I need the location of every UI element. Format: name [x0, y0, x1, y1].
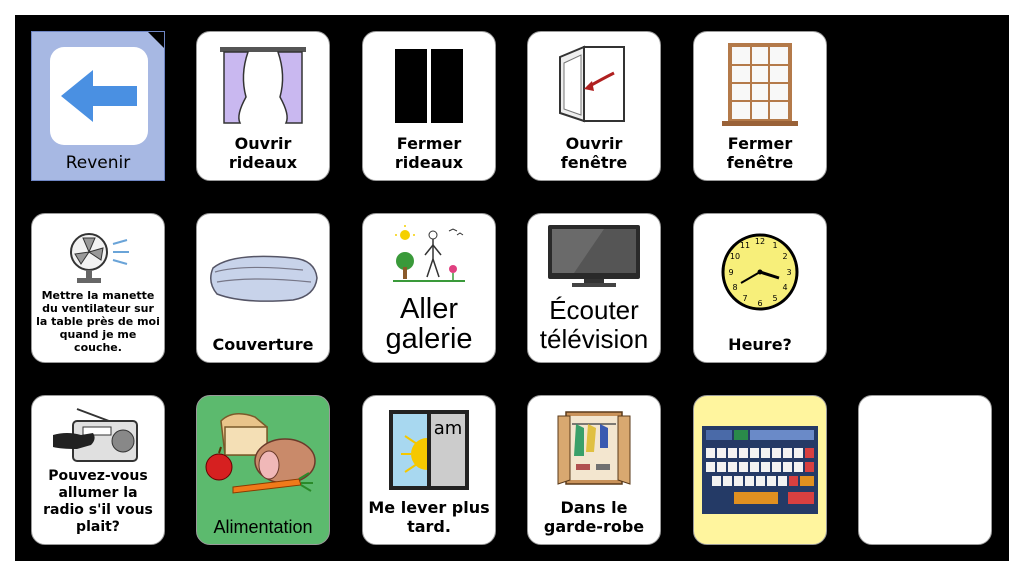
fan-icon [70, 233, 129, 283]
svg-text:2: 2 [782, 252, 787, 261]
label: Dans le garde-robe [543, 498, 645, 536]
tile-close-window[interactable]: Fermer fenêtre [693, 31, 827, 181]
food-icon [205, 413, 316, 494]
back-button[interactable]: Revenir [31, 31, 165, 181]
label: Aller galerie [385, 293, 473, 355]
tile-keyboard[interactable] [693, 395, 827, 545]
tile-open-window[interactable]: Ouvrir fenêtre [527, 31, 661, 181]
left-arrow-icon [61, 70, 137, 122]
label: Me lever plus tard. [368, 498, 490, 536]
tile-wardrobe[interactable]: Dans le garde-robe [527, 395, 661, 545]
svg-text:4: 4 [782, 283, 787, 292]
back-label: Revenir [65, 153, 131, 173]
label: Heure? [728, 335, 792, 354]
closed-window-icon [722, 43, 798, 126]
svg-text:3: 3 [786, 268, 791, 277]
tile-food[interactable]: Alimentation [196, 395, 330, 545]
label: Pouvez-vous allumer la radio s'il vous p… [43, 468, 153, 535]
morning-sun-icon: am [389, 410, 469, 490]
label: Fermer rideaux [394, 134, 464, 172]
label: Mettre la manette du ventilateur sur la … [36, 289, 160, 354]
svg-text:12: 12 [755, 237, 765, 246]
open-window-icon [559, 45, 625, 123]
open-curtains-icon [220, 47, 306, 124]
svg-text:5: 5 [772, 294, 777, 303]
svg-text:11: 11 [740, 241, 750, 250]
keyboard-icon [702, 426, 818, 514]
television-icon [548, 225, 640, 287]
svg-text:7: 7 [742, 294, 747, 303]
label: Ouvrir fenêtre [560, 134, 628, 172]
svg-text:9: 9 [728, 268, 733, 277]
label: Couverture [212, 335, 314, 354]
tile-blanket[interactable]: Couverture [196, 213, 330, 363]
label: Fermer fenêtre [726, 134, 794, 172]
tile-open-curtains[interactable]: Ouvrir rideaux [196, 31, 330, 181]
closed-curtains-icon [395, 49, 463, 123]
tile-empty[interactable] [858, 395, 992, 545]
tile-tv[interactable]: Écouter télévision [527, 213, 661, 363]
back-arrow-box [50, 47, 148, 145]
svg-text:10: 10 [730, 252, 740, 261]
label: Écouter télévision [539, 295, 649, 354]
wardrobe-icon [557, 411, 631, 485]
tile-radio[interactable]: Pouvez-vous allumer la radio s'il vous p… [31, 395, 165, 545]
tile-gallery[interactable]: Aller galerie [362, 213, 496, 363]
svg-text:6: 6 [757, 299, 762, 308]
svg-text:8: 8 [732, 283, 737, 292]
tile-close-curtains[interactable]: Fermer rideaux [362, 31, 496, 181]
label: Ouvrir rideaux [228, 134, 298, 172]
radio-icon [53, 408, 138, 462]
communication-board: Revenir Ouvrir rideaux Fermer rideaux [15, 15, 1009, 561]
svg-text:1: 1 [772, 241, 777, 250]
tile-get-up-later[interactable]: am Me lever plus tard. [362, 395, 496, 545]
folded-blanket-icon [210, 255, 318, 302]
label: Alimentation [213, 517, 313, 537]
tile-fan[interactable]: Mettre la manette du ventilateur sur la … [31, 213, 165, 363]
person-outdoors-icon [393, 225, 465, 282]
am-text: am [434, 418, 463, 439]
